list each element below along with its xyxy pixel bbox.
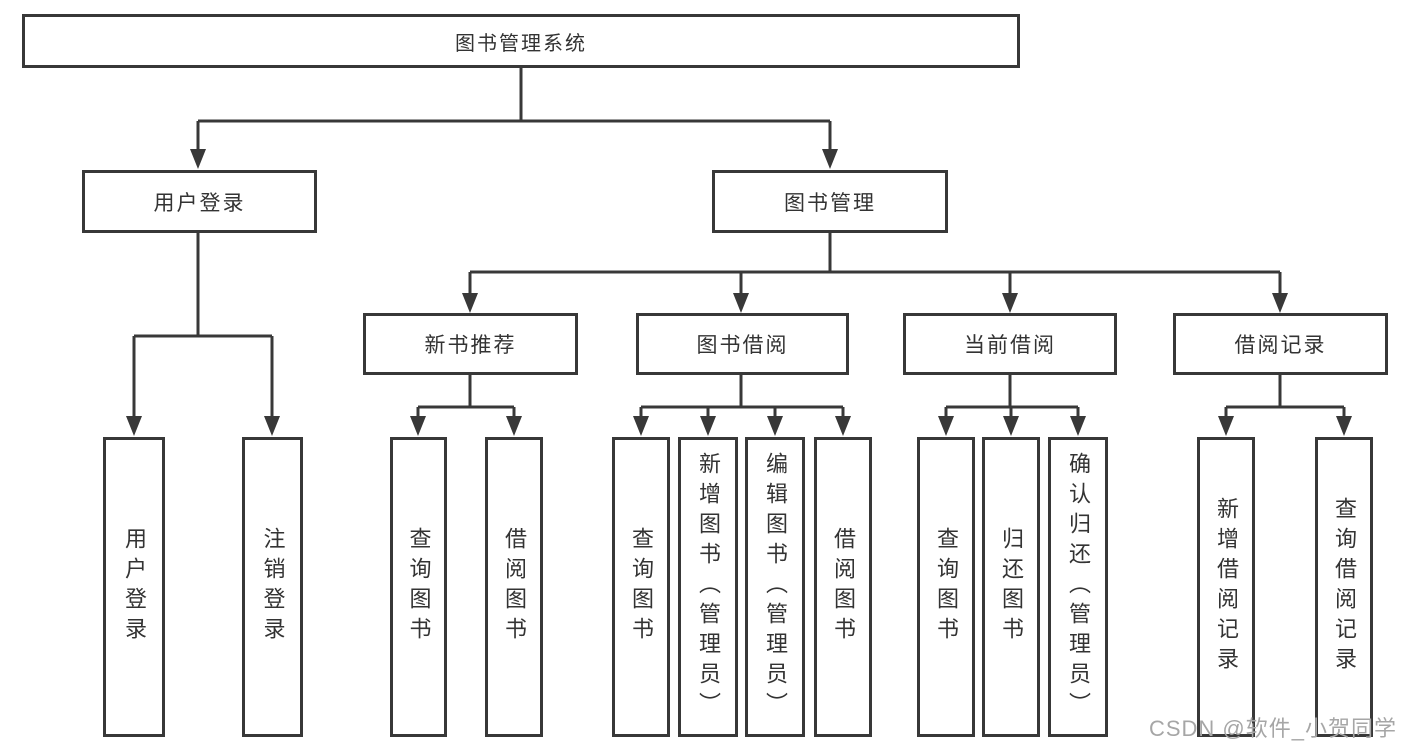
node-user-login: 用户登录 xyxy=(82,170,317,233)
arrow-icon xyxy=(938,416,954,436)
leaf-query-borrow-record-label: 查询借阅记录 xyxy=(1332,497,1357,677)
node-new-book-recommend: 新书推荐 xyxy=(363,313,578,375)
arrow-icon xyxy=(1272,293,1288,313)
connector-currentborrow-to-leaves xyxy=(944,375,1080,419)
connector-bookborrow-to-leaves xyxy=(639,375,845,419)
connector-newbook-to-leaves xyxy=(416,375,516,419)
arrow-icon xyxy=(822,149,838,169)
leaf-add-books-admin: 新增图书（管理员） xyxy=(678,437,738,737)
leaf-borrow-books: 借阅图书 xyxy=(814,437,872,737)
node-root-label: 图书管理系统 xyxy=(455,32,587,55)
arrow-icon xyxy=(506,416,522,436)
leaf-logout-label: 注销登录 xyxy=(260,527,286,647)
leaf-add-borrow-record: 新增借阅记录 xyxy=(1197,437,1255,737)
leaf-user-login-label: 用户登录 xyxy=(122,527,147,647)
node-current-borrow-label: 当前借阅 xyxy=(964,334,1056,357)
arrow-icon xyxy=(264,416,280,436)
watermark: CSDN @软件_小贺同学 xyxy=(1148,716,1397,741)
node-book-management: 图书管理 xyxy=(712,170,948,233)
arrow-icon xyxy=(1070,416,1086,436)
node-book-management-label: 图书管理 xyxy=(784,191,876,215)
leaf-query-books-borrow: 查询图书 xyxy=(612,437,670,737)
leaf-query-books-recommend: 查询图书 xyxy=(390,437,447,737)
node-borrow-records-label: 借阅记录 xyxy=(1234,334,1327,357)
leaf-borrow-books-label: 借阅图书 xyxy=(831,527,856,647)
leaf-add-borrow-record-label: 新增借阅记录 xyxy=(1214,497,1239,677)
arrow-icon xyxy=(126,416,142,436)
connector-records-to-leaves xyxy=(1224,375,1346,419)
node-root: 图书管理系统 xyxy=(22,14,1020,68)
arrow-icon xyxy=(1002,293,1018,313)
connector-root-to-level2 xyxy=(196,68,832,152)
leaf-edit-books-admin: 编辑图书（管理员） xyxy=(745,437,805,737)
leaf-return-books: 归还图书 xyxy=(982,437,1040,737)
leaf-edit-books-admin-label: 编辑图书（管理员） xyxy=(763,452,788,722)
leaf-borrow-books-recommend-label: 借阅图书 xyxy=(502,527,527,647)
node-new-book-recommend-label: 新书推荐 xyxy=(424,334,517,357)
node-book-borrow-label: 图书借阅 xyxy=(696,334,789,357)
arrow-icon xyxy=(767,416,783,436)
leaf-query-books-recommend-label: 查询图书 xyxy=(406,527,432,647)
arrow-icon xyxy=(1336,416,1352,436)
node-book-borrow: 图书借阅 xyxy=(636,313,849,375)
arrow-icon xyxy=(190,149,206,169)
arrow-icon xyxy=(462,293,478,313)
node-borrow-records: 借阅记录 xyxy=(1173,313,1388,375)
leaf-query-books-current: 查询图书 xyxy=(917,437,975,737)
arrow-icon xyxy=(835,416,851,436)
arrow-icon xyxy=(633,416,649,436)
leaf-query-borrow-record: 查询借阅记录 xyxy=(1315,437,1373,737)
arrow-icon xyxy=(1218,416,1234,436)
arrow-icon xyxy=(1003,416,1019,436)
arrow-icon xyxy=(733,293,749,313)
leaf-add-books-admin-label: 新增图书（管理员） xyxy=(696,452,721,722)
node-current-borrow: 当前借阅 xyxy=(903,313,1117,375)
leaf-logout: 注销登录 xyxy=(242,437,303,737)
leaf-confirm-return-admin-label: 确认归还（管理员） xyxy=(1066,452,1091,722)
connector-bookmgmt-to-level3 xyxy=(468,233,1282,296)
arrow-icon xyxy=(700,416,716,436)
node-user-login-label: 用户登录 xyxy=(153,191,246,215)
leaf-borrow-books-recommend: 借阅图书 xyxy=(485,437,543,737)
leaf-query-books-borrow-label: 查询图书 xyxy=(629,527,654,647)
arrow-icon xyxy=(410,416,426,436)
leaf-confirm-return-admin: 确认归还（管理员） xyxy=(1048,437,1108,737)
leaf-user-login: 用户登录 xyxy=(103,437,165,737)
connector-userlogin-to-leaves xyxy=(132,233,274,419)
leaf-query-books-current-label: 查询图书 xyxy=(934,527,959,647)
leaf-return-books-label: 归还图书 xyxy=(999,527,1024,647)
